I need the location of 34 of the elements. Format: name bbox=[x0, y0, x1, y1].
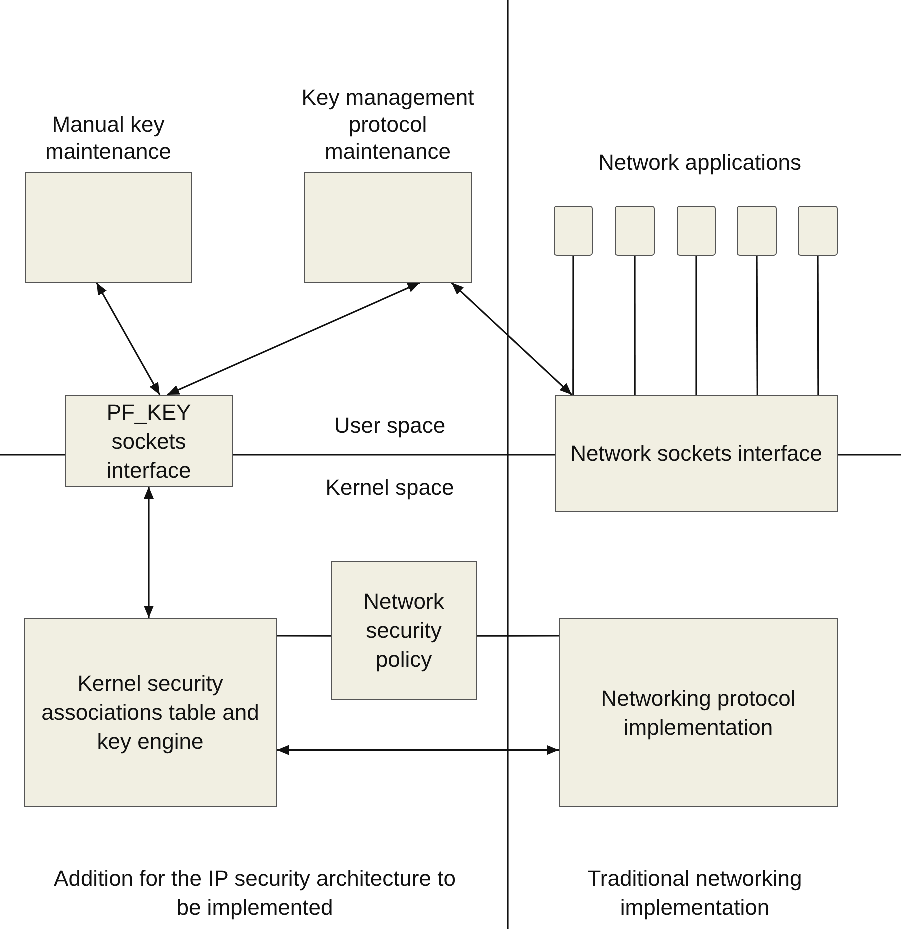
caption-text: Traditional networking implementation bbox=[586, 865, 804, 922]
application-box bbox=[737, 206, 777, 256]
process-box bbox=[559, 618, 838, 807]
caption-text: Addition for the IP security architecture to be implemented bbox=[53, 865, 457, 922]
application-box bbox=[615, 206, 655, 256]
arrow bbox=[144, 487, 154, 618]
box-label: Kernel security associations table and key engine bbox=[40, 670, 260, 756]
box-heading: Manual key maintenance bbox=[44, 111, 172, 165]
connector-line bbox=[817, 256, 820, 395]
connector-line bbox=[277, 635, 331, 637]
process-box bbox=[331, 561, 477, 700]
arrow bbox=[96, 282, 161, 396]
process-box bbox=[65, 395, 233, 487]
connector-line bbox=[634, 256, 636, 395]
box-heading: Key management protocol maintenance bbox=[300, 84, 476, 165]
application-box bbox=[554, 206, 593, 256]
region-label: User space bbox=[334, 412, 446, 440]
arrow bbox=[277, 745, 559, 756]
box-label: PF_KEY sockets interface bbox=[106, 398, 192, 484]
process-box bbox=[24, 618, 277, 807]
application-box bbox=[798, 206, 838, 256]
process-box bbox=[555, 395, 838, 512]
connector-line bbox=[477, 635, 559, 637]
box-label: Network sockets interface bbox=[570, 440, 824, 468]
application-box bbox=[677, 206, 716, 256]
group-heading: Network applications bbox=[598, 149, 802, 177]
connector-line bbox=[696, 256, 698, 395]
connector-line bbox=[572, 256, 574, 395]
box-label: Networking protocol implementation bbox=[600, 684, 797, 742]
region-label: Kernel space bbox=[326, 474, 454, 502]
box-label: Network security policy bbox=[362, 588, 446, 674]
arrow bbox=[167, 282, 420, 396]
connector-line bbox=[756, 256, 758, 395]
arrow bbox=[451, 282, 573, 396]
